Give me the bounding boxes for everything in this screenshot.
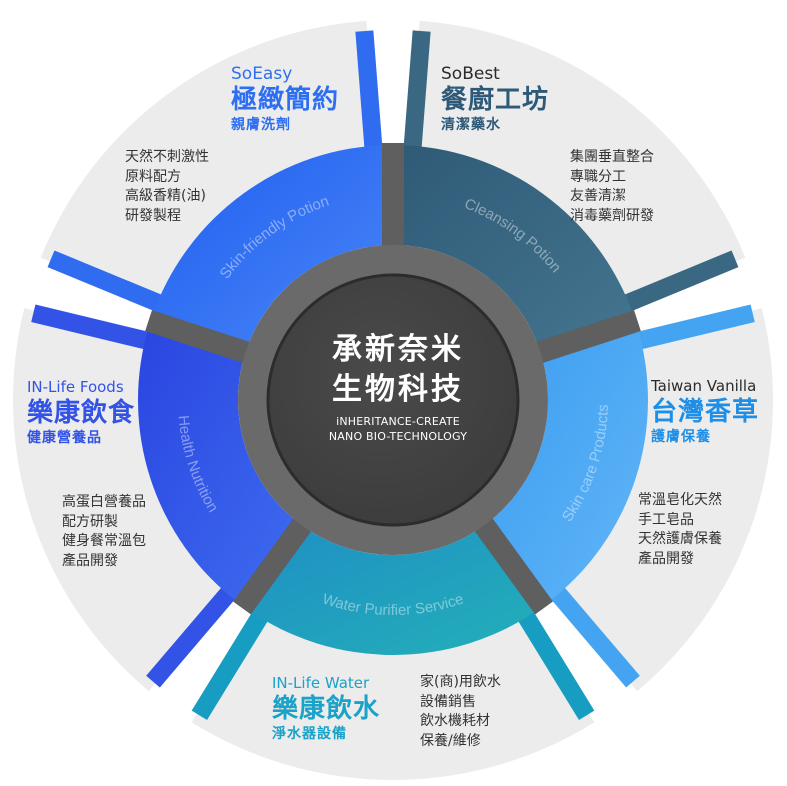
brand-zh: 極緻簡約 <box>231 85 340 115</box>
desc-line: 產品開發 <box>62 552 118 569</box>
ring-inlife-foods <box>137 325 300 604</box>
desc-line: 手工皂品 <box>638 511 694 528</box>
desc-line: 原料配方 <box>125 168 181 185</box>
company-name-line1: 承新奈米 <box>332 332 464 367</box>
hub-core <box>266 273 520 527</box>
desc-line: 健身餐常溫包 <box>62 533 146 549</box>
brand-sobest: SoBest 餐廚工坊 清潔藥水 <box>441 64 549 134</box>
desc-line: 高級香精(油) <box>125 188 206 204</box>
desc-line: 天然不刺激性 <box>125 149 209 165</box>
desc-line: 常溫皂化天然 <box>638 492 722 508</box>
brand-inlife-foods: IN-Life Foods 樂康飲食 健康營養品 <box>27 377 135 447</box>
panel-sobest <box>410 20 746 305</box>
desc-inlife-water: 家(商)用飲水 設備銷售 飲水機耗材 保養/維修 <box>420 673 501 751</box>
desc-line: 保養/維修 <box>420 732 481 749</box>
desc-taiwan-vanilla: 常溫皂化天然 手工皂品 天然護膚保養 產品開發 <box>638 491 722 569</box>
brand-sub: 清潔藥水 <box>441 117 501 133</box>
panel-soeasy <box>40 20 376 305</box>
desc-line: 消毒藥劑研發 <box>570 207 654 224</box>
brand-taiwan-vanilla: Taiwan Vanilla 台灣香草 護膚保養 <box>651 376 759 446</box>
desc-line: 飲水機耗材 <box>420 713 490 729</box>
stripe-soeasy <box>47 250 170 315</box>
stripe-sobest <box>616 250 739 315</box>
stripe-taiwan-vanilla <box>629 304 755 352</box>
brand-en: Taiwan Vanilla <box>651 377 757 395</box>
stripe-taiwan-vanilla <box>545 580 640 688</box>
panel-inlife-foods <box>13 308 230 692</box>
company-name-en: iNHERITANCE-CREATE NANO BIO-TECHNOLOGY <box>283 414 513 444</box>
brand-en: IN-Life Water <box>272 674 370 692</box>
stripe-inlife-water <box>191 604 273 720</box>
brand-sub: 淨水器設備 <box>272 726 347 742</box>
desc-line: 產品開發 <box>638 550 694 567</box>
ring-soeasy <box>151 145 391 350</box>
inner-ring <box>137 145 648 655</box>
desc-line: 高蛋白營養品 <box>62 494 146 510</box>
panel-taiwan-vanilla <box>556 308 773 692</box>
brand-en: IN-Life Foods <box>27 378 124 396</box>
company-name-line2: 生物科技 <box>332 372 464 407</box>
panel-inlife-water <box>191 616 595 780</box>
desc-line: 研發製程 <box>125 207 181 224</box>
brand-en: SoEasy <box>231 64 293 84</box>
brand-soeasy: SoEasy 極緻簡約 親膚洗劑 <box>231 64 339 134</box>
brand-sub: 護膚保養 <box>651 429 711 445</box>
company-name-en-line2: NANO BIO-TECHNOLOGY <box>328 430 468 443</box>
stripe-inlife-foods <box>31 304 157 352</box>
stripe-inlife-water <box>513 604 595 720</box>
desc-line: 配方研製 <box>62 513 118 530</box>
ring-inlife-water <box>246 526 540 655</box>
outer-panels <box>13 20 773 780</box>
brand-zh: 台灣香草 <box>651 397 760 427</box>
ring-taiwan-vanilla <box>486 325 648 604</box>
hub <box>238 245 548 555</box>
company-name-en-line1: iNHERITANCE-CREATE <box>336 415 460 428</box>
brand-zh: 樂康飲水 <box>272 694 381 724</box>
desc-soeasy: 天然不刺激性 原料配方 高級香精(油) 研發製程 <box>125 148 209 226</box>
company-name-zh: 承新奈米 生物科技 <box>283 330 513 410</box>
desc-line: 天然護膚保養 <box>638 531 722 547</box>
stripe-inlife-foods <box>146 580 241 688</box>
brand-en: SoBest <box>441 64 500 84</box>
desc-line: 專職分工 <box>570 168 626 185</box>
desc-line: 友善清潔 <box>570 188 626 204</box>
ring-sobest <box>395 145 635 350</box>
stripe-sobest <box>402 30 431 157</box>
desc-line: 集團垂直整合 <box>570 149 654 165</box>
desc-line: 設備銷售 <box>420 693 476 710</box>
desc-sobest: 集團垂直整合 專職分工 友善清潔 消毒藥劑研發 <box>570 148 654 226</box>
brand-zh: 餐廚工坊 <box>441 85 550 115</box>
brand-sub: 健康營養品 <box>27 430 102 446</box>
center-text: 承新奈米 生物科技 iNHERITANCE-CREATE NANO BIO-TE… <box>283 330 513 444</box>
brand-sub: 親膚洗劑 <box>231 117 291 133</box>
desc-inlife-foods: 高蛋白營養品 配方研製 健身餐常溫包 產品開發 <box>62 493 146 571</box>
brand-zh: 樂康飲食 <box>27 398 136 428</box>
stripe-soeasy <box>355 30 384 157</box>
desc-line: 家(商)用飲水 <box>420 674 501 690</box>
brand-inlife-water: IN-Life Water 樂康飲水 淨水器設備 <box>272 673 380 743</box>
